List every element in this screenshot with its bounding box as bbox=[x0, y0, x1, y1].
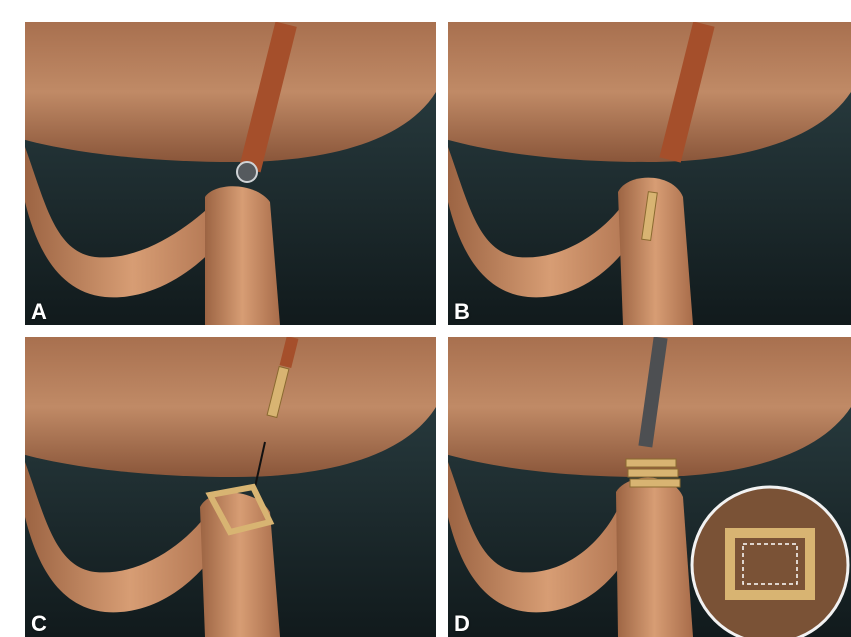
panel-b: B bbox=[448, 22, 851, 325]
panel-d-label: D bbox=[454, 612, 470, 636]
anchor-bundle bbox=[626, 459, 680, 487]
grasper-tip bbox=[237, 162, 257, 182]
bowel-stem bbox=[616, 478, 693, 637]
panel-c-illustration bbox=[25, 337, 436, 637]
panel-b-illustration bbox=[448, 22, 851, 325]
panel-b-label: B bbox=[454, 300, 470, 324]
panel-d: D bbox=[448, 337, 851, 637]
panel-a: A bbox=[25, 22, 436, 325]
magnified-inset bbox=[692, 487, 848, 637]
panel-d-illustration bbox=[448, 337, 851, 637]
panel-a-label: A bbox=[31, 300, 47, 324]
panel-c-label: C bbox=[31, 612, 47, 636]
panel-c: C bbox=[25, 337, 436, 637]
panel-a-illustration bbox=[25, 22, 436, 325]
bowel-stem bbox=[205, 186, 280, 325]
